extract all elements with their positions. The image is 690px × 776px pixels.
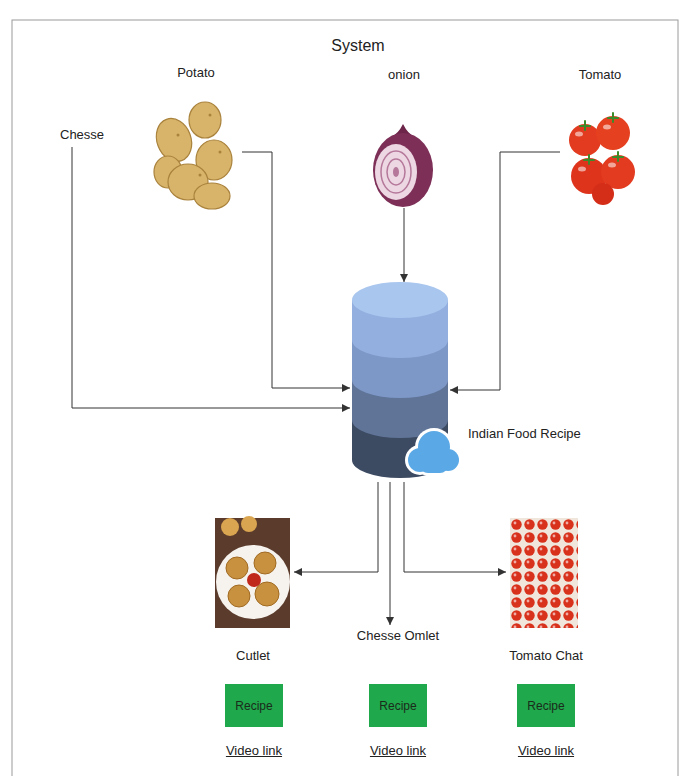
flow-arrow — [390, 482, 391, 625]
recipe-button: Recipe — [225, 684, 283, 727]
database-node-text: Indian Food Recipe — [468, 425, 581, 442]
ingredient-label-text: Chesse — [60, 126, 104, 143]
ingredient-box-text: Tomato — [560, 66, 640, 83]
dish-box-text: Tomato Chat — [509, 647, 583, 664]
onion-picture — [373, 124, 433, 207]
dish-label: Chesse Omlet — [355, 625, 441, 646]
recipe-button-text: Recipe — [379, 698, 416, 714]
recipe-button: Recipe — [517, 684, 575, 727]
flow-arrow — [294, 482, 378, 572]
dish-box-text: Cutlet — [236, 647, 270, 664]
diagram-title: System — [331, 36, 384, 56]
recipe-button: Recipe — [369, 684, 427, 727]
ingredient-box: Tomato — [560, 66, 640, 208]
video-link: Video link — [370, 742, 426, 759]
ingredient-box-text: Potato — [150, 64, 242, 81]
video-link: Video link — [518, 742, 574, 759]
flow-arrow — [404, 482, 506, 572]
ingredient-box-text: onion — [366, 66, 442, 83]
video-link-holder: Video link — [370, 742, 426, 759]
flow-arrow — [450, 152, 560, 390]
video-link-holder: Video link — [518, 742, 574, 759]
tomato-picture — [569, 113, 635, 205]
frame-border — [12, 20, 678, 776]
dish-box: Tomato Chat — [506, 516, 586, 664]
diagram-title-holder: System — [331, 36, 384, 56]
flow-arrow — [404, 208, 405, 282]
ingredient-box: Potato — [150, 64, 242, 214]
recipe-button-text: Recipe — [235, 698, 272, 714]
video-link: Video link — [226, 742, 282, 759]
ingredient-box: onion — [366, 66, 442, 208]
cloud-icon — [405, 428, 462, 476]
cutlet-picture — [215, 516, 290, 628]
video-link-holder: Video link — [226, 742, 282, 759]
ingredient-label: Chesse — [58, 124, 106, 145]
flow-arrow — [242, 152, 350, 388]
database-node: Indian Food Recipe — [350, 282, 450, 482]
tomato-chat-picture — [510, 518, 578, 628]
dish-box: Cutlet — [212, 516, 294, 664]
potato-picture — [151, 102, 232, 209]
flow-arrow — [72, 147, 350, 408]
dish-label-text: Chesse Omlet — [357, 627, 439, 644]
recipe-button-text: Recipe — [527, 698, 564, 714]
